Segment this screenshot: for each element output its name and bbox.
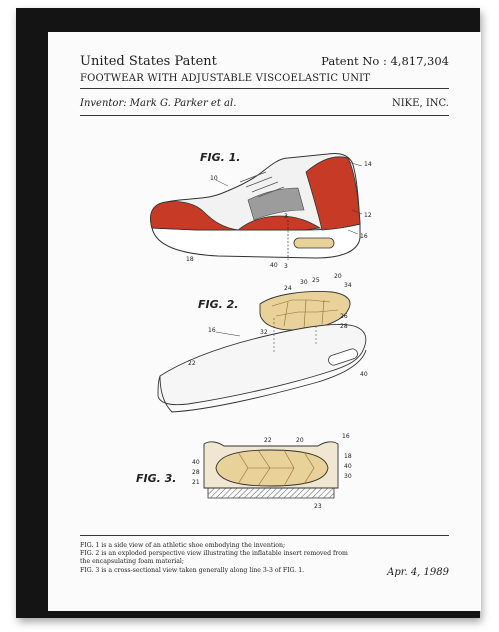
air-window <box>293 237 335 249</box>
ref-number: 14 <box>364 161 372 168</box>
ref-number: 21 <box>192 479 200 486</box>
ref-number: 3 <box>284 263 288 270</box>
shoe-red-toe <box>150 201 239 231</box>
ref-number: 12 <box>364 212 372 219</box>
assignee-name: NIKE, INC. <box>391 98 449 109</box>
cushion-cells-section <box>237 449 315 487</box>
inventor-line: Inventor: Mark G. Parker et al. <box>80 98 237 109</box>
ref-number: 20 <box>296 437 304 444</box>
ref-number: 16 <box>208 327 216 334</box>
ref-number: 20 <box>334 273 342 280</box>
ref-number: 40 <box>270 262 278 269</box>
patent-subtitle: FOOTWEAR WITH ADJUSTABLE VISCOELASTIC UN… <box>80 73 371 84</box>
ref-number: 23 <box>314 503 322 510</box>
ref-number: 34 <box>344 282 352 289</box>
ref-number: 16 <box>342 433 350 440</box>
caption-line: FIG. 3 is a cross-sectional view taken g… <box>80 566 305 574</box>
shoe-red-heel <box>305 156 361 231</box>
ref-number: 16 <box>360 233 368 240</box>
ref-number: 24 <box>284 285 292 292</box>
patent-date: Apr. 4, 1989 <box>387 567 449 578</box>
figure-captions: FIG. 1 is a side view of an athletic sho… <box>80 542 380 575</box>
shoe-laces <box>239 171 285 198</box>
divider-line <box>80 88 449 89</box>
ref-number: 28 <box>340 323 348 330</box>
patent-number: Patent No : 4,817,304 <box>321 54 449 68</box>
cushion-cells <box>271 299 339 329</box>
divider-line <box>80 115 449 116</box>
caption-line: FIG. 2 is an exploded perspective view i… <box>80 550 348 558</box>
patent-paper: United States Patent Patent No : 4,817,3… <box>48 32 481 611</box>
patent-title: United States Patent <box>80 54 217 69</box>
ref-number: 32 <box>260 329 268 336</box>
fig3-label: FIG. 3. <box>136 472 176 485</box>
fig2-exploded-view: FIG. 2. 24 30 25 20 34 16 32 <box>157 273 368 413</box>
fig1-label: FIG. 1. <box>200 151 240 164</box>
ref-number: 22 <box>188 360 196 367</box>
patent-drawing: FIG. 1. <box>136 151 372 510</box>
ref-number: 26 <box>340 313 348 320</box>
shoe-red-panel <box>236 215 322 231</box>
fig2-label: FIG. 2. <box>198 298 238 311</box>
midsole-edge <box>159 349 367 413</box>
ref-number: 30 <box>300 279 308 286</box>
caption-line: the encapsulating foam material; <box>80 558 185 566</box>
fig3-cross-section: FIG. 3. 22 20 16 40 28 21 18 <box>136 433 352 510</box>
outsole <box>207 487 335 499</box>
ref-number: 25 <box>312 277 320 284</box>
ref-number: 40 <box>344 463 352 470</box>
ref-number: 10 <box>210 175 218 182</box>
ref-number: 18 <box>186 256 194 263</box>
foam-window <box>328 348 358 366</box>
ref-number: 30 <box>344 473 352 480</box>
ref-number: 40 <box>192 459 200 466</box>
ref-number: 22 <box>264 437 272 444</box>
fig1-shoe-side-view: FIG. 1. <box>150 151 372 270</box>
shoe-gray-panel <box>247 187 305 221</box>
divider-line <box>80 535 449 536</box>
ref-number: 40 <box>360 371 368 378</box>
ref-number: 18 <box>344 453 352 460</box>
ref-number: 28 <box>192 469 200 476</box>
ref-number: 3 <box>284 213 288 220</box>
caption-line: FIG. 1 is a side view of an athletic sho… <box>80 542 286 549</box>
poster-frame: United States Patent Patent No : 4,817,3… <box>16 8 481 618</box>
